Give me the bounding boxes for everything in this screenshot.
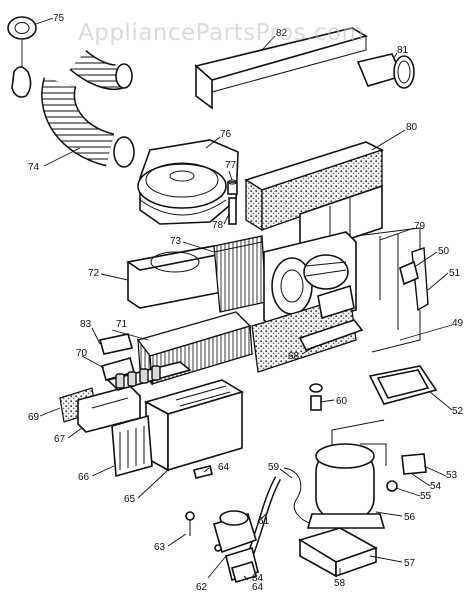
- part-74-flex-hose: [41, 49, 135, 168]
- label-70: 70: [76, 348, 88, 359]
- part-77-78-bushing-shaft: [227, 179, 238, 225]
- part-53-terminal-cover: [401, 453, 427, 475]
- label-67: 67: [54, 434, 66, 445]
- label-82: 82: [276, 28, 288, 39]
- label-73: 73: [170, 236, 182, 247]
- part-65-base-pan: [143, 379, 244, 472]
- label-51: 51: [449, 268, 461, 279]
- part-number-labels: 75 74 76 77 78 82 81 80 79 50 51 49 52 7…: [28, 13, 464, 593]
- label-54: 54: [430, 481, 442, 492]
- part-82-top-channel: [194, 27, 369, 110]
- label-62: 62: [196, 582, 208, 593]
- label-52: 52: [452, 406, 464, 417]
- label-80: 80: [406, 122, 418, 133]
- label-64b: 64: [252, 582, 264, 593]
- part-49-51-refrigerant-tubing: [355, 227, 429, 353]
- part-66-heater-element: [111, 414, 153, 478]
- part-63-screw: [185, 511, 195, 536]
- part-64-bracket: [193, 465, 213, 479]
- part-73-evaporator-coil: [213, 235, 267, 313]
- label-77: 77: [225, 160, 237, 171]
- part-56-compressor: [306, 419, 387, 529]
- label-58: 58: [334, 578, 346, 589]
- label-78: 78: [212, 220, 224, 231]
- label-49: 49: [452, 318, 464, 329]
- label-53: 53: [446, 470, 458, 481]
- part-52-mounting-frame: [368, 365, 438, 405]
- label-84: 84: [252, 573, 264, 584]
- part-80-upper-housing: [244, 141, 385, 253]
- part-59-capillary-tube: [283, 467, 313, 525]
- label-74: 74: [28, 162, 40, 173]
- label-71: 71: [116, 319, 128, 330]
- label-64a: 64: [218, 462, 230, 473]
- part-76-fan-shroud: [137, 139, 239, 225]
- label-63: 63: [154, 542, 166, 553]
- part-83-baffle-plate: [98, 333, 135, 381]
- label-72: 72: [88, 268, 100, 279]
- part-84-clip: [231, 561, 257, 583]
- part-72-evaporator-box: [125, 245, 224, 309]
- label-61: 61: [258, 516, 270, 527]
- label-65: 65: [124, 494, 136, 505]
- part-55-clip: [386, 480, 398, 492]
- label-50: 50: [438, 246, 450, 257]
- label-60: 60: [336, 396, 348, 407]
- label-57: 57: [404, 558, 416, 569]
- part-68-lower-housing: [251, 284, 364, 373]
- leader-lines: [35, 17, 453, 581]
- label-79: 79: [414, 221, 426, 232]
- part-70-control-board: [106, 361, 192, 391]
- part-58-compressor-base: [298, 527, 378, 578]
- label-83: 83: [80, 319, 92, 330]
- part-60-valve: [309, 383, 323, 411]
- label-76: 76: [220, 129, 232, 140]
- label-55: 55: [420, 491, 432, 502]
- label-59: 59: [268, 462, 280, 473]
- label-69: 69: [28, 412, 40, 423]
- part-61-drain-hose: [246, 476, 282, 558]
- label-75: 75: [53, 13, 65, 24]
- part-81-duct-adapter: [356, 53, 415, 89]
- label-56: 56: [404, 512, 416, 523]
- label-81: 81: [397, 45, 409, 56]
- watermark: AppliancePartsPros.com: [78, 20, 364, 46]
- label-66: 66: [78, 472, 90, 483]
- part-75-gasket-ring: [7, 16, 37, 98]
- label-68: 68: [288, 351, 300, 362]
